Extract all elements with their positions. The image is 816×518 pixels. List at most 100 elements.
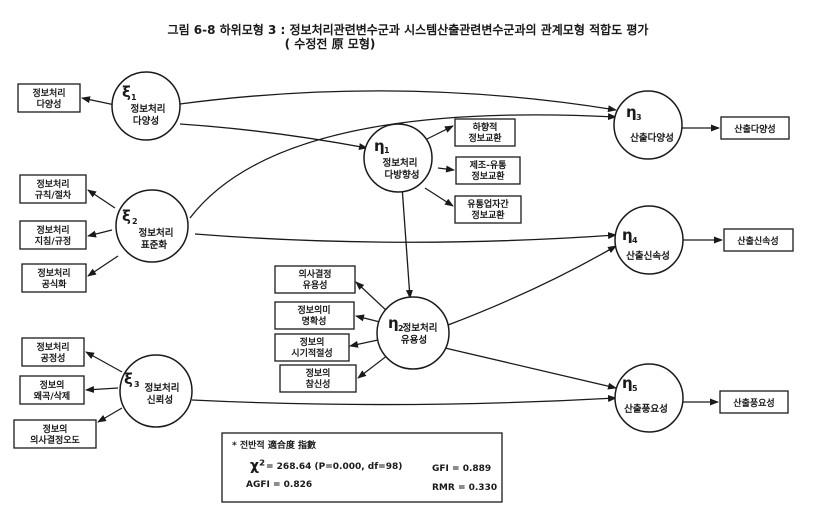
path-xi2-eta3	[189, 113, 617, 219]
indicator-eta3-1: 산출다양성	[734, 123, 775, 135]
arrow-eta2-ind3	[349, 339, 379, 348]
eta4-label: 산출신속성	[626, 250, 670, 262]
indicator-eta1-2: 제조-유통 정보교환	[470, 159, 507, 182]
svg-text:정보의미: 정보의미	[297, 304, 330, 316]
indicator-xi1-1: 정보처리 다양성	[32, 87, 65, 110]
svg-text:왜곡/삭제: 왜곡/삭제	[34, 390, 70, 402]
arrow-eta1-ind1	[424, 125, 454, 141]
svg-text:참신성: 참신성	[306, 378, 331, 390]
indicator-eta2-1: 의사결정 유용성	[298, 268, 331, 291]
svg-text:명확성: 명확성	[302, 315, 327, 327]
arrow-xi2-ind1	[87, 189, 116, 209]
figure-title: 그림 6-8 하위모형 3 : 정보처리관련변수군과 시스템산출관련변수군과의 …	[168, 22, 649, 37]
svg-text:유용성: 유용성	[303, 279, 328, 291]
xi3-label-1: 정보처리	[145, 382, 180, 394]
svg-text:정보교환: 정보교환	[471, 170, 505, 182]
xi2-sub: 2	[132, 217, 138, 226]
eta5-label: 산출풍요성	[624, 403, 668, 415]
svg-text:정보처리: 정보처리	[37, 267, 70, 279]
chi-value: = 268.64 (P=0.000, df=98)	[266, 462, 402, 472]
eta4-symbol: η	[622, 226, 633, 244]
path-xi3-eta5	[191, 394, 617, 406]
latent-xi2: ξ 2 정보처리 표준화	[115, 189, 189, 263]
arrow-xi2-ind2	[87, 229, 113, 238]
svg-text:공정성: 공정성	[41, 352, 66, 364]
path-eta1-eta2	[401, 185, 413, 299]
eta1-label-2: 다방향성	[385, 169, 420, 181]
path-eta2-eta4	[447, 245, 617, 326]
arrow-eta2-ind4	[357, 354, 389, 379]
xi1-label-2: 다양성	[133, 115, 159, 127]
svg-text:하향적: 하향적	[473, 121, 498, 133]
eta1-symbol: η	[374, 137, 385, 155]
indicator-eta4-1: 산출신속성	[737, 235, 778, 247]
indicator-xi3-2: 정보의 왜곡/삭제	[34, 379, 70, 402]
xi2-label-2: 표준화	[141, 239, 167, 251]
indicator-eta2-3: 정보의 시기적절성	[291, 336, 332, 359]
svg-text:정보교환: 정보교환	[471, 209, 505, 221]
eta5-sub: 5	[632, 384, 638, 393]
eta2-label-2: 유용성	[401, 334, 427, 346]
structural-paths	[179, 90, 617, 406]
latent-xi1: ξ 1 정보처리 다양성	[111, 71, 181, 141]
arrow-xi1-ind1	[81, 96, 116, 106]
svg-text:시기적절성: 시기적절성	[291, 347, 332, 359]
svg-text:정보처리: 정보처리	[36, 224, 69, 236]
latent-eta5: η 5 산출풍요성	[614, 363, 684, 433]
path-xi2-eta4	[194, 232, 617, 243]
xi3-label-2: 신뢰성	[147, 394, 173, 406]
latent-eta4: η 4 산출신속성	[614, 205, 684, 275]
indicator-eta5-1: 산출풍요성	[733, 397, 774, 409]
svg-text:정보의: 정보의	[43, 423, 68, 435]
arrow-xi3-ind2	[85, 386, 119, 393]
svg-text:지침/규정: 지침/규정	[35, 235, 71, 247]
indicator-xi3-1: 정보처리 공정성	[36, 341, 69, 364]
arrow-xi3-ind3	[97, 407, 123, 423]
xi3-symbol: ξ	[124, 370, 133, 388]
path-xi1-eta3	[179, 90, 617, 113]
svg-text:정보처리: 정보처리	[36, 341, 69, 353]
svg-text:산출다양성: 산출다양성	[734, 123, 775, 135]
indicator-xi3-3: 정보의 의사결정오도	[30, 423, 80, 446]
svg-text:산출풍요성: 산출풍요성	[733, 397, 774, 409]
svg-text:정보의: 정보의	[40, 379, 65, 391]
xi1-symbol: ξ	[122, 83, 131, 101]
indicator-boxes	[13, 83, 794, 449]
svg-text:규칙/절차: 규칙/절차	[35, 189, 72, 201]
eta1-sub: 1	[384, 146, 390, 155]
svg-text:정보처리: 정보처리	[36, 178, 69, 190]
svg-text:의사결정: 의사결정	[298, 268, 331, 280]
eta2-sub: 2	[398, 324, 404, 333]
measurement-paths	[81, 96, 723, 423]
indicator-xi2-3: 정보처리 공식화	[37, 267, 70, 290]
latent-xi3: ξ 3 정보처리 신뢰성	[119, 354, 193, 428]
indicator-eta1-1: 하향적 정보교환	[468, 121, 502, 144]
fit-indices-box: * 전반적 適合度 指數 χ² = 268.64 (P=0.000, df=98…	[221, 432, 503, 503]
eta2-symbol: η	[388, 314, 399, 332]
indicator-eta2-2: 정보의미 명확성	[297, 304, 330, 327]
svg-text:공식화: 공식화	[42, 278, 68, 290]
indicator-eta2-4: 정보의 참신성	[306, 367, 331, 390]
path-xi1-eta1	[179, 123, 368, 150]
agfi-value: AGFI = 0.826	[246, 480, 312, 490]
svg-text:정보의: 정보의	[306, 367, 331, 379]
indicator-xi2-2: 정보처리 지침/규정	[35, 224, 71, 247]
svg-text:산출신속성: 산출신속성	[737, 235, 778, 247]
svg-text:정보교환: 정보교환	[468, 132, 502, 144]
eta5-symbol: η	[622, 374, 633, 392]
rmr-value: RMR = 0.330	[432, 483, 497, 493]
figure-subtitle: ( 수정전 原 모형)	[285, 36, 376, 51]
latent-eta1: η 1 정보처리 다방향성	[363, 123, 433, 193]
svg-text:정보의: 정보의	[300, 336, 325, 348]
svg-text:다양성: 다양성	[37, 98, 62, 110]
gfi-value: GFI = 0.889	[432, 464, 491, 474]
xi2-symbol: ξ	[122, 207, 131, 225]
chi-symbol: χ²	[250, 458, 265, 474]
latent-eta3: η 3 산출다양성	[613, 90, 683, 160]
eta1-label-1: 정보처리	[383, 157, 418, 169]
svg-text:유통업자간: 유통업자간	[467, 198, 509, 210]
svg-text:정보처리: 정보처리	[32, 87, 65, 99]
indicator-eta1-3: 유통업자간 정보교환	[467, 198, 509, 221]
xi2-label-1: 정보처리	[139, 227, 174, 239]
